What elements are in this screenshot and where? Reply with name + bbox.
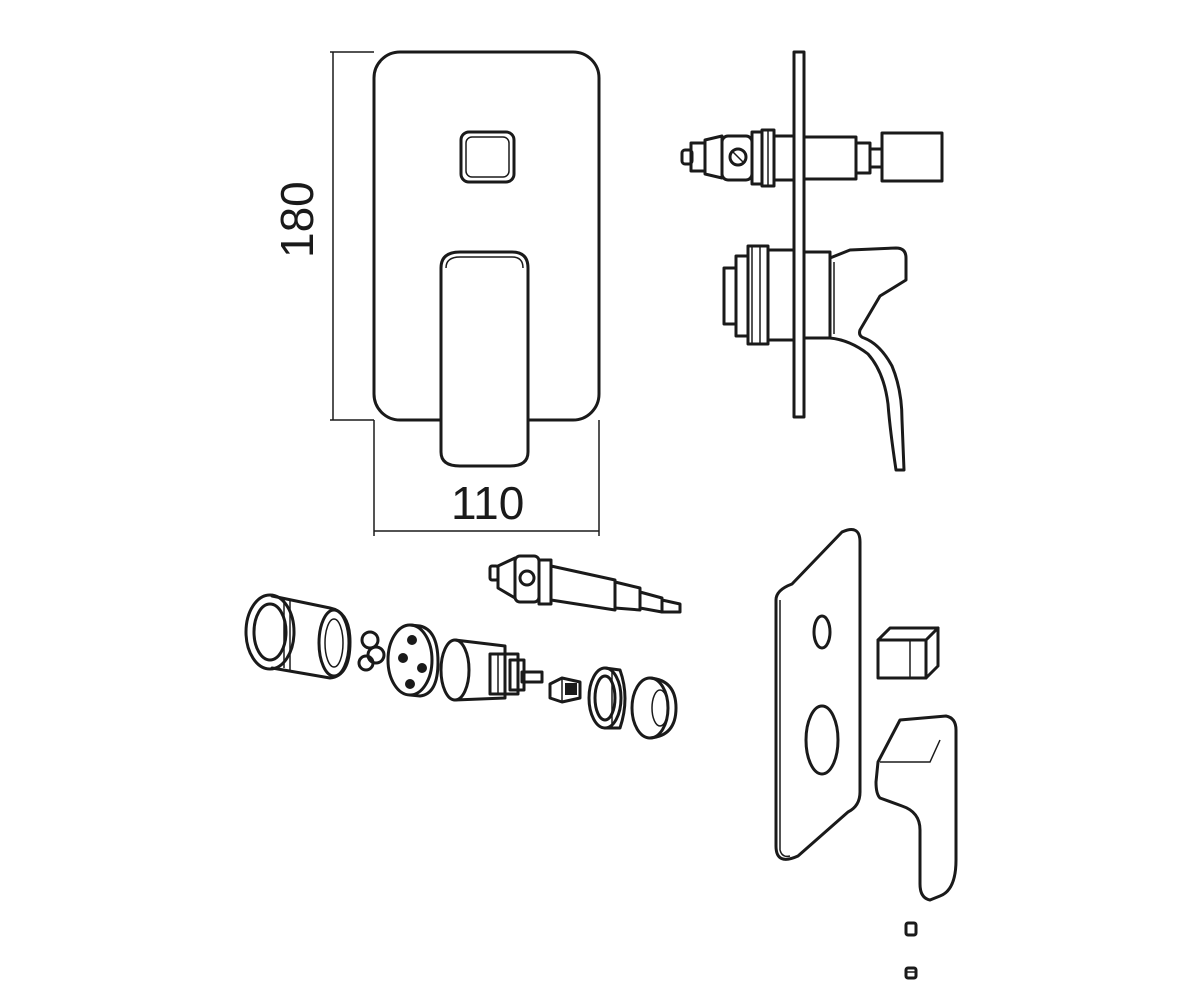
side-diverter-cartridge — [680, 128, 944, 188]
front-diverter-button — [459, 130, 516, 184]
front-view — [372, 50, 601, 468]
part-cover-plate — [774, 528, 862, 861]
exploded-cartridge-assembly — [244, 554, 682, 740]
dimension-width: 110 — [373, 420, 600, 536]
part-lever — [874, 714, 958, 902]
dimension-height: 180 — [271, 51, 374, 421]
part-dome-cap — [630, 676, 678, 740]
part-diverter-spindle — [488, 554, 682, 614]
part-grub-screw-2 — [904, 966, 918, 980]
part-ceramic-disc — [386, 623, 440, 698]
side-cover-plate — [792, 50, 806, 419]
part-insert — [548, 676, 582, 704]
side-diverter-button — [880, 131, 944, 183]
side-mixer-body — [722, 244, 832, 346]
side-lever-handle — [828, 246, 908, 472]
side-view — [680, 50, 944, 472]
part-threaded-nut — [587, 666, 627, 730]
part-cover-plate-large-hole — [804, 704, 840, 776]
height-dimension-label: 180 — [271, 181, 323, 258]
front-lever-handle — [439, 250, 530, 468]
part-small-seals — [357, 630, 386, 672]
part-mixer-cartridge — [439, 638, 544, 702]
part-sleeve — [244, 593, 352, 680]
part-grub-screw-1 — [904, 921, 918, 937]
part-diverter-button — [876, 626, 940, 680]
exploded-trim-kit — [774, 528, 958, 980]
width-dimension-label: 110 — [451, 477, 524, 529]
part-cover-plate-small-hole — [812, 614, 832, 650]
